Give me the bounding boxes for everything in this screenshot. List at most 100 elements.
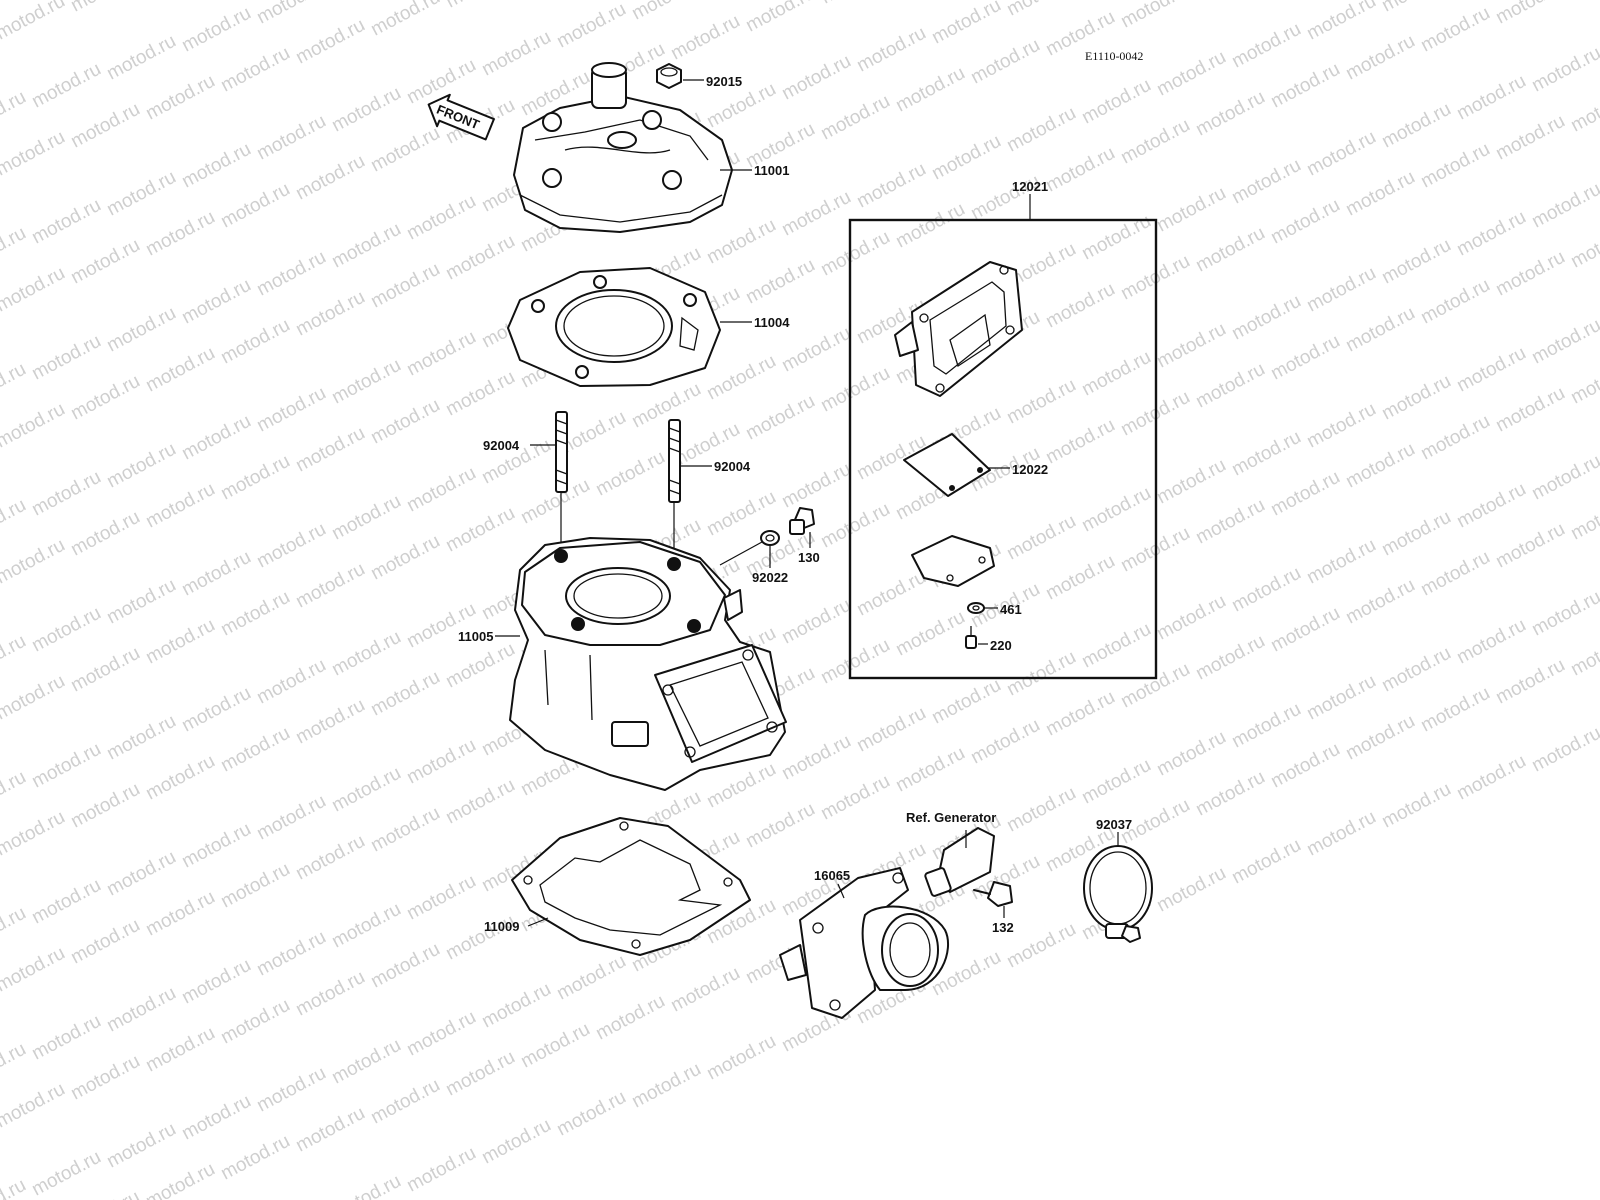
watermark-text: motod.ru bbox=[1417, 3, 1493, 57]
watermark-text: motod.ru bbox=[142, 71, 218, 125]
watermark-text: motod.ru bbox=[142, 887, 218, 941]
watermark-text: motod.ru bbox=[1453, 71, 1529, 125]
watermark-text: motod.ru bbox=[28, 1011, 104, 1065]
watermark-text: motod.ru bbox=[1078, 75, 1154, 129]
watermark-text: motod.ru bbox=[1003, 375, 1079, 429]
watermark-text: motod.ru bbox=[1528, 587, 1600, 641]
watermark-text: motod.ru bbox=[178, 411, 254, 465]
watermark-text: motod.ru bbox=[742, 799, 818, 853]
watermark-text: motod.ru bbox=[742, 391, 818, 445]
watermark-text: motod.ru bbox=[1078, 347, 1154, 401]
watermark-text: motod.ru bbox=[292, 423, 368, 477]
watermark-text: motod.ru bbox=[0, 535, 69, 589]
watermark-text: motod.ru bbox=[1378, 235, 1454, 289]
label-12021: 12021 bbox=[1012, 179, 1048, 194]
watermark-text: motod.ru bbox=[367, 123, 443, 177]
watermark-text: motod.ru bbox=[1042, 143, 1118, 197]
head-gasket-drawing bbox=[507, 267, 752, 387]
watermark-text: motod.ru bbox=[328, 1035, 404, 1089]
watermark-text: motod.ru bbox=[142, 751, 218, 805]
watermark-text: motod.ru bbox=[28, 739, 104, 793]
label-92004-left: 92004 bbox=[483, 438, 520, 453]
watermark-text: motod.ru bbox=[1453, 343, 1529, 397]
watermark-text: motod.ru bbox=[1528, 179, 1600, 233]
watermark-text: motod.ru bbox=[0, 671, 69, 725]
watermark-text: motod.ru bbox=[253, 111, 329, 165]
watermark-text: motod.ru bbox=[1228, 563, 1304, 617]
reed-valve-body-drawing bbox=[894, 261, 1023, 397]
watermark-text: motod.ru bbox=[292, 1103, 368, 1157]
watermark-text: motod.ru bbox=[442, 503, 518, 557]
watermark-text: motod.ru bbox=[367, 0, 443, 40]
watermark-text: motod.ru bbox=[1153, 319, 1229, 373]
watermark-text: motod.ru bbox=[1153, 455, 1229, 509]
watermark-text: motod.ru bbox=[103, 1119, 179, 1173]
watermark-text: motod.ru bbox=[253, 927, 329, 981]
watermark-text: motod.ru bbox=[178, 3, 254, 57]
label-461: 461 bbox=[1000, 602, 1022, 617]
watermark-text: motod.ru bbox=[892, 199, 968, 253]
watermark-text: motod.ru bbox=[253, 383, 329, 437]
watermark-text: motod.ru bbox=[1267, 195, 1343, 249]
watermark-text: motod.ru bbox=[0, 399, 69, 453]
watermark-text: motod.ru bbox=[817, 91, 893, 145]
watermark-text: motod.ru bbox=[1528, 43, 1600, 97]
watermark-text: motod.ru bbox=[253, 655, 329, 709]
watermark-text: motod.ru bbox=[1453, 207, 1529, 261]
watermark-text: motod.ru bbox=[1078, 619, 1154, 673]
watermark-text: motod.ru bbox=[253, 247, 329, 301]
watermark-text: motod.ru bbox=[1267, 59, 1343, 113]
watermark-text: motod.ru bbox=[67, 507, 143, 561]
watermark-text: motod.ru bbox=[0, 767, 30, 821]
watermark-text: motod.ru bbox=[553, 951, 629, 1005]
watermark-text: motod.ru bbox=[217, 995, 293, 1049]
watermark-text: motod.ru bbox=[142, 615, 218, 669]
watermark-text: motod.ru bbox=[292, 559, 368, 613]
watermark-text: motod.ru bbox=[1378, 507, 1454, 561]
watermark-text: motod.ru bbox=[1378, 643, 1454, 697]
watermark-text: motod.ru bbox=[0, 903, 30, 957]
watermark-text: motod.ru bbox=[0, 127, 69, 181]
watermark-text: motod.ru bbox=[1192, 0, 1268, 4]
watermark-text: motod.ru bbox=[442, 0, 518, 12]
watermark-text: motod.ru bbox=[703, 1031, 779, 1085]
watermark-text: motod.ru bbox=[817, 635, 893, 689]
label-92022: 92022 bbox=[752, 570, 788, 585]
watermark-text: motod.ru bbox=[703, 215, 779, 269]
watermark-text: motod.ru bbox=[553, 0, 629, 52]
watermark-text: motod.ru bbox=[1003, 103, 1079, 157]
watermark-text: motod.ru bbox=[442, 231, 518, 285]
watermark-text: motod.ru bbox=[0, 1175, 30, 1200]
watermark-text: motod.ru bbox=[142, 343, 218, 397]
watermark-text: motod.ru bbox=[403, 735, 479, 789]
watermark-text: motod.ru bbox=[292, 967, 368, 1021]
watermark-text: motod.ru bbox=[778, 595, 854, 649]
watermark-text: motod.ru bbox=[217, 723, 293, 777]
watermark-text: motod.ru bbox=[817, 771, 893, 825]
watermark-text: motod.ru bbox=[103, 439, 179, 493]
watermark-text: motod.ru bbox=[253, 519, 329, 573]
watermark-text: motod.ru bbox=[1042, 279, 1118, 333]
watermark-text: motod.ru bbox=[292, 695, 368, 749]
watermark-text: motod.ru bbox=[667, 11, 743, 65]
watermark-text: motod.ru bbox=[1192, 359, 1268, 413]
watermark-text: motod.ru bbox=[1228, 19, 1304, 73]
watermark-text: motod.ru bbox=[1153, 591, 1229, 645]
watermark-text: motod.ru bbox=[778, 731, 854, 785]
clamp-92037-drawing bbox=[1083, 832, 1153, 943]
watermark-text: motod.ru bbox=[892, 63, 968, 117]
watermark-text: motod.ru bbox=[1078, 483, 1154, 537]
label-12022: 12022 bbox=[1012, 462, 1048, 477]
watermark-text: motod.ru bbox=[1153, 727, 1229, 781]
watermark-text: motod.ru bbox=[28, 603, 104, 657]
watermark-text: motod.ru bbox=[1003, 647, 1079, 701]
intake-pipe-drawing bbox=[779, 867, 950, 1019]
watermark-text: motod.ru bbox=[142, 1023, 218, 1077]
watermark-text: motod.ru bbox=[103, 711, 179, 765]
watermark-text: motod.ru bbox=[0, 87, 30, 141]
watermark-text: motod.ru bbox=[217, 315, 293, 369]
watermark-text: motod.ru bbox=[817, 499, 893, 553]
watermark-text: motod.ru bbox=[1042, 415, 1118, 469]
watermark-text: motod.ru bbox=[442, 775, 518, 829]
watermark-text: motod.ru bbox=[1492, 111, 1568, 165]
